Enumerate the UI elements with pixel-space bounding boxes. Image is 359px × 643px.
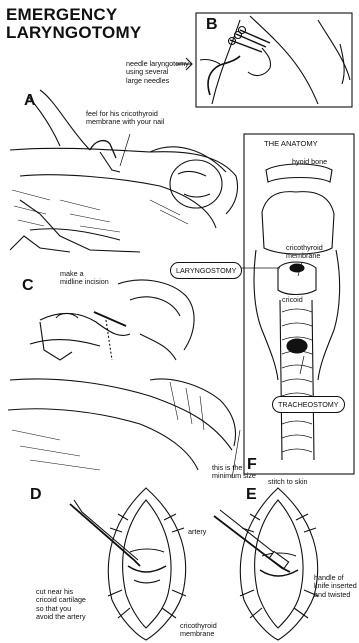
page-title: EMERGENCY LARYNGOTOMY xyxy=(6,6,141,42)
panel-c-drawing xyxy=(8,280,235,470)
title-line-1: EMERGENCY xyxy=(6,6,141,24)
title-line-2: LARYNGOTOMY xyxy=(6,24,141,42)
panel-label-e: E xyxy=(246,486,257,504)
note-feel-membrane: feel for his cricothyroid membrane with … xyxy=(86,110,164,127)
label-hyoid-bone: hyoid bone xyxy=(292,158,327,166)
note-cricothyroid-membrane: cricothyroid membrane xyxy=(180,622,217,639)
label-cricothyroid-membrane: cricothyroid membrane xyxy=(286,244,323,261)
label-tracheostomy: TRACHEOSTOMY xyxy=(272,396,345,413)
panel-label-b: B xyxy=(206,16,218,34)
note-knife-handle: handle of knife inserted and twisted xyxy=(314,574,357,599)
panel-label-a: A xyxy=(24,92,36,110)
note-needle-laryngotomy: needle laryngotomy using several large n… xyxy=(126,60,189,85)
anatomy-heading: THE ANATOMY xyxy=(264,140,318,148)
panel-b-drawing xyxy=(196,13,352,107)
panel-e-drawing xyxy=(214,488,318,640)
note-cut-near-cricoid: cut near his cricoid cartilage so that y… xyxy=(36,588,86,622)
label-cricoid: cricoid xyxy=(282,296,303,304)
note-stitch-to-skin: stitch to skin xyxy=(268,478,308,486)
note-midline-incision: make a midline incision xyxy=(60,270,109,287)
panel-d-drawing xyxy=(70,488,186,640)
note-minimum-size: this is the minimum size xyxy=(212,464,256,481)
panel-label-c: C xyxy=(22,277,34,295)
panel-label-d: D xyxy=(30,486,42,504)
note-artery: artery xyxy=(188,528,206,536)
label-laryngostomy: LARYNGOSTOMY xyxy=(170,262,242,279)
